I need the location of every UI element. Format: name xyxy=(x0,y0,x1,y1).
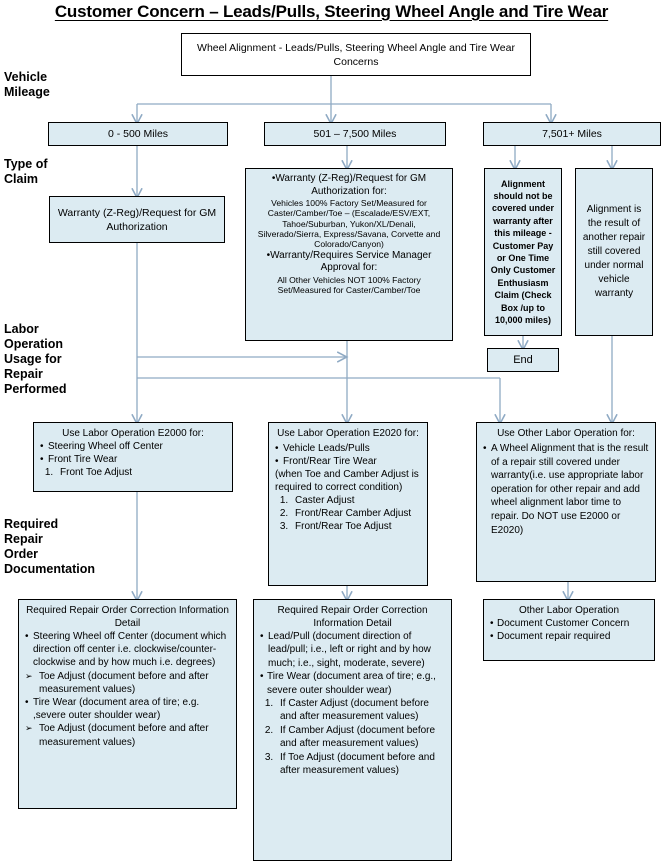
list-item: Tire Wear (document area of tire; e.g. ,… xyxy=(25,696,230,722)
labor-box-other-head: Use Other Labor Operation for: xyxy=(497,428,635,439)
page-title: Customer Concern – Leads/Pulls, Steering… xyxy=(54,2,609,21)
list-item: Front/Rear Camber Adjust xyxy=(291,507,421,520)
doc-box-right-head: Other Labor Operation xyxy=(518,605,620,616)
list-item: Lead/Pull (document direction of lead/pu… xyxy=(260,630,445,670)
doc-box-right[interactable]: Other Labor Operation Document Customer … xyxy=(483,599,655,661)
doc-box-mid-head: Required Repair Order Correction Informa… xyxy=(277,605,428,629)
list-item: A Wheel Alignment that is the result of … xyxy=(483,442,649,537)
mileage-box-7501-plus[interactable]: 7,501+ Miles xyxy=(483,122,661,146)
start-box[interactable]: Wheel Alignment - Leads/Pulls, Steering … xyxy=(181,33,531,76)
claim-box-high-mileage-other-repair[interactable]: Alignment is the result of another repai… xyxy=(575,168,653,336)
mid-claim-bullet-2-head: Warranty/Requires Service Manager Approv… xyxy=(270,249,432,274)
mileage-box-501-7500-label: 501 – 7,500 Miles xyxy=(313,128,397,140)
list-item: If Toe Adjust (document before and after… xyxy=(276,751,445,778)
labor-box-e2020-numbered: Caster Adjust Front/Rear Camber Adjust F… xyxy=(275,494,421,533)
mid-claim-bullet-1-head: Warranty (Z-Reg)/Request for GM Authoriz… xyxy=(275,173,427,197)
list-item: If Caster Adjust (document before and af… xyxy=(276,697,445,724)
labor-box-e2000-head: Use Labor Operation E2000 for: xyxy=(62,428,204,439)
claim-box-high-mileage-other-repair-text: Alignment is the result of another repai… xyxy=(582,204,646,299)
labor-box-e2020-head: Use Labor Operation E2020 for: xyxy=(277,428,419,439)
doc-box-left-arrow-2: Toe Adjust (document before and after me… xyxy=(25,722,230,748)
doc-box-right-bullets: Document Customer Concern Document repai… xyxy=(490,617,648,644)
claim-box-high-mileage-customer-pay[interactable]: Alignment should not be covered under wa… xyxy=(484,168,562,336)
labor-box-e2020-bullets: Vehicle Leads/Pulls Front/Rear Tire Wear xyxy=(275,442,421,468)
list-item: Tire Wear (document area of tire; e.g., … xyxy=(260,670,445,697)
claim-box-high-mileage-customer-pay-text: Alignment should not be covered under wa… xyxy=(490,178,556,326)
doc-box-mid[interactable]: Required Repair Order Correction Informa… xyxy=(253,599,452,861)
mid-claim-bullet-1-body: Vehicles 100% Factory Set/Measured for C… xyxy=(257,198,441,250)
list-item: Vehicle Leads/Pulls xyxy=(275,442,421,455)
doc-box-left[interactable]: Required Repair Order Correction Informa… xyxy=(18,599,237,809)
mid-claim-bullet-2-body: All Other Vehicles NOT 100% Factory Set/… xyxy=(277,274,421,296)
doc-box-mid-numbered: If Caster Adjust (document before and af… xyxy=(260,697,445,777)
claim-box-low-mileage-text: Warranty (Z-Reg)/Request for GM Authoriz… xyxy=(57,206,217,233)
list-item: Document repair required xyxy=(490,630,648,644)
list-item: If Camber Adjust (document before and af… xyxy=(276,724,445,751)
doc-box-mid-bullet-1: Lead/Pull (document direction of lead/pu… xyxy=(260,630,445,670)
list-item: Front/Rear Toe Adjust xyxy=(291,520,421,533)
mileage-box-0-500-label: 0 - 500 Miles xyxy=(107,128,169,140)
mid-claim-bullet-1-icon: • xyxy=(271,173,276,184)
labor-box-e2020[interactable]: Use Labor Operation E2020 for: Vehicle L… xyxy=(268,422,428,586)
row-label-type-of-claim: Type of Claim xyxy=(4,157,48,186)
list-item: Document Customer Concern xyxy=(490,617,648,631)
labor-box-other-bullets: A Wheel Alignment that is the result of … xyxy=(483,442,649,537)
list-item: Steering Wheel off Center xyxy=(40,440,226,453)
list-item: Toe Adjust (document before and after me… xyxy=(25,722,230,748)
row-label-labor-operation: Labor Operation Usage for Repair Perform… xyxy=(4,322,67,396)
list-item: Front Toe Adjust xyxy=(56,466,226,479)
row-label-required-documentation: Required Repair Order Documentation xyxy=(4,517,95,576)
claim-box-low-mileage[interactable]: Warranty (Z-Reg)/Request for GM Authoriz… xyxy=(49,196,225,243)
list-item: Toe Adjust (document before and after me… xyxy=(25,670,230,696)
labor-box-e2020-note: (when Toe and Camber Adjust is required … xyxy=(275,469,419,493)
list-item: Steering Wheel off Center (document whic… xyxy=(25,630,230,670)
doc-box-left-bullet-1: Steering Wheel off Center (document whic… xyxy=(25,630,230,670)
claim-box-mid-mileage[interactable]: •Warranty (Z-Reg)/Request for GM Authori… xyxy=(245,168,453,341)
list-item: Front Tire Wear xyxy=(40,453,226,466)
labor-box-e2000-numbered: Front Toe Adjust xyxy=(40,466,226,479)
doc-box-left-arrow-1: Toe Adjust (document before and after me… xyxy=(25,670,230,696)
start-box-text: Wheel Alignment - Leads/Pulls, Steering … xyxy=(197,41,515,68)
doc-box-mid-bullet-2: Tire Wear (document area of tire; e.g., … xyxy=(260,670,445,697)
labor-box-other[interactable]: Use Other Labor Operation for: A Wheel A… xyxy=(476,422,656,582)
mid-claim-bullet-2-icon: • xyxy=(266,249,271,261)
labor-box-e2000-bullets: Steering Wheel off Center Front Tire Wea… xyxy=(40,440,226,466)
doc-box-left-head: Required Repair Order Correction Informa… xyxy=(26,605,229,629)
end-box[interactable]: End xyxy=(487,348,559,372)
end-box-label: End xyxy=(513,354,533,366)
mileage-box-0-500[interactable]: 0 - 500 Miles xyxy=(48,122,228,146)
labor-box-e2000[interactable]: Use Labor Operation E2000 for: Steering … xyxy=(33,422,233,492)
mileage-box-501-7500[interactable]: 501 – 7,500 Miles xyxy=(264,122,446,146)
row-label-vehicle-mileage: Vehicle Mileage xyxy=(4,70,50,99)
list-item: Front/Rear Tire Wear xyxy=(275,455,421,468)
doc-box-left-bullet-2: Tire Wear (document area of tire; e.g. ,… xyxy=(25,696,230,722)
mileage-box-7501-plus-label: 7,501+ Miles xyxy=(542,128,602,140)
list-item: Caster Adjust xyxy=(291,494,421,507)
